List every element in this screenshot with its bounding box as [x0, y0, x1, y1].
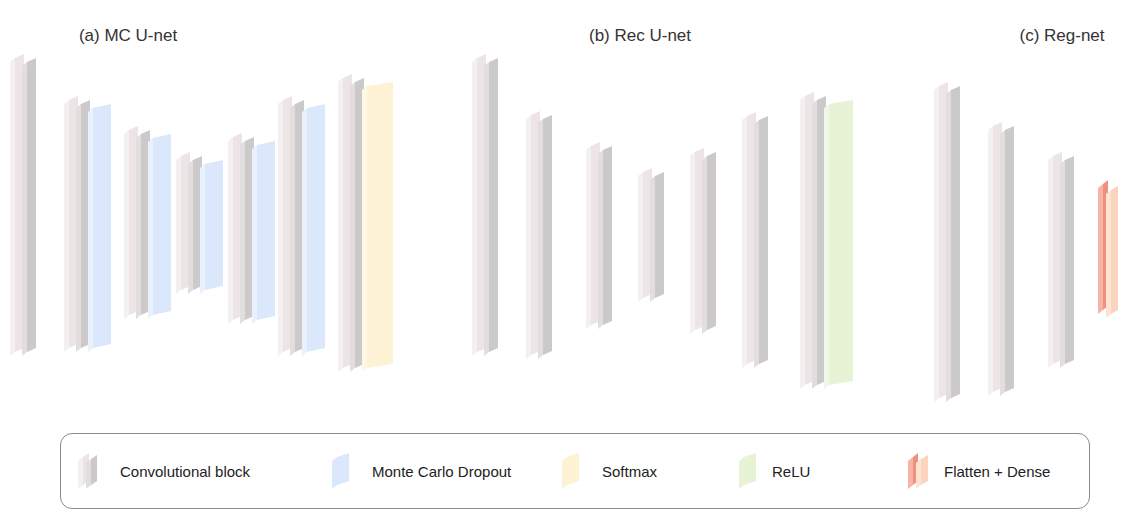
slab-face — [337, 453, 349, 485]
slab-edge — [754, 120, 759, 368]
slab-edge — [302, 108, 307, 356]
slab-edge — [200, 164, 205, 294]
slab-edge — [934, 86, 939, 402]
slab-face — [1065, 156, 1074, 364]
slab-edge — [76, 104, 81, 352]
slab-edge — [562, 457, 567, 489]
legend-swatch — [76, 451, 116, 491]
slab-face — [93, 104, 111, 348]
slab-edge — [908, 457, 913, 489]
slab-edge — [362, 86, 367, 372]
slab-face — [367, 82, 393, 368]
slab-edge — [22, 62, 27, 356]
slab-edge — [812, 100, 817, 389]
slab-edge — [86, 459, 91, 489]
slab-edge — [824, 104, 829, 389]
slab-edge — [78, 457, 83, 489]
slab-edge — [1000, 130, 1005, 396]
slab-edge — [332, 457, 337, 489]
slab-edge — [278, 100, 283, 356]
slab-face — [603, 146, 612, 325]
slab-edge — [188, 160, 193, 294]
slab-face — [91, 455, 97, 485]
slab-edge — [739, 457, 744, 489]
slab-face — [951, 86, 960, 398]
slab-edge — [10, 58, 15, 356]
slab-edge — [350, 82, 355, 372]
slab-edge — [526, 115, 531, 359]
slab-face — [759, 116, 768, 364]
legend-swatch — [560, 451, 600, 491]
slab-face — [307, 104, 325, 352]
panel-title: (c) Reg-net — [1019, 26, 1104, 46]
slab-face — [489, 58, 498, 352]
slab-edge — [946, 90, 951, 402]
slab-edge — [1060, 160, 1065, 368]
slab-face — [543, 115, 552, 355]
slab-edge — [916, 459, 921, 489]
slab-edge — [1098, 184, 1103, 314]
slab-edge — [538, 119, 543, 359]
slab-edge — [586, 146, 591, 329]
legend-swatch — [737, 451, 777, 491]
legend-swatch — [906, 451, 946, 491]
slab-face — [1111, 186, 1118, 314]
slab-edge — [472, 58, 477, 356]
slab-edge — [338, 78, 343, 372]
slab-face — [829, 100, 853, 385]
legend-label: Convolutional block — [120, 463, 250, 480]
legend-swatch — [330, 451, 370, 491]
slab-edge — [176, 156, 181, 294]
slab-edge — [148, 138, 153, 319]
slab-face — [1005, 126, 1014, 392]
slab-edge — [228, 137, 233, 324]
slab-face — [205, 160, 223, 290]
slab-face — [707, 152, 716, 330]
legend-label: Flatten + Dense — [944, 463, 1050, 480]
slab-edge — [702, 156, 707, 334]
slab-edge — [800, 96, 805, 389]
slab-edge — [124, 130, 129, 319]
slab-edge — [252, 145, 257, 324]
slab-edge — [64, 100, 69, 352]
slab-edge — [598, 150, 603, 329]
legend-label: Monte Carlo Dropout — [372, 463, 511, 480]
slab-edge — [484, 62, 489, 356]
slab-edge — [742, 116, 747, 368]
slab-edge — [650, 176, 655, 302]
slab-edge — [690, 152, 695, 334]
panel-title: (b) Rec U-net — [589, 26, 691, 46]
slab-face — [744, 453, 756, 485]
slab-edge — [290, 104, 295, 356]
slab-face — [567, 453, 579, 485]
slab-face — [27, 58, 36, 352]
panel-title: (a) MC U-net — [79, 26, 177, 46]
slab-edge — [136, 134, 141, 319]
slab-edge — [988, 126, 993, 396]
legend-label: ReLU — [772, 463, 810, 480]
slab-face — [655, 172, 664, 298]
legend-label: Softmax — [602, 463, 657, 480]
slab-edge — [88, 108, 93, 352]
slab-edge — [1106, 190, 1111, 318]
slab-face — [257, 141, 275, 320]
slab-edge — [638, 172, 643, 302]
slab-face — [921, 455, 928, 485]
slab-edge — [1048, 156, 1053, 368]
slab-edge — [240, 141, 245, 324]
slab-face — [153, 134, 171, 315]
